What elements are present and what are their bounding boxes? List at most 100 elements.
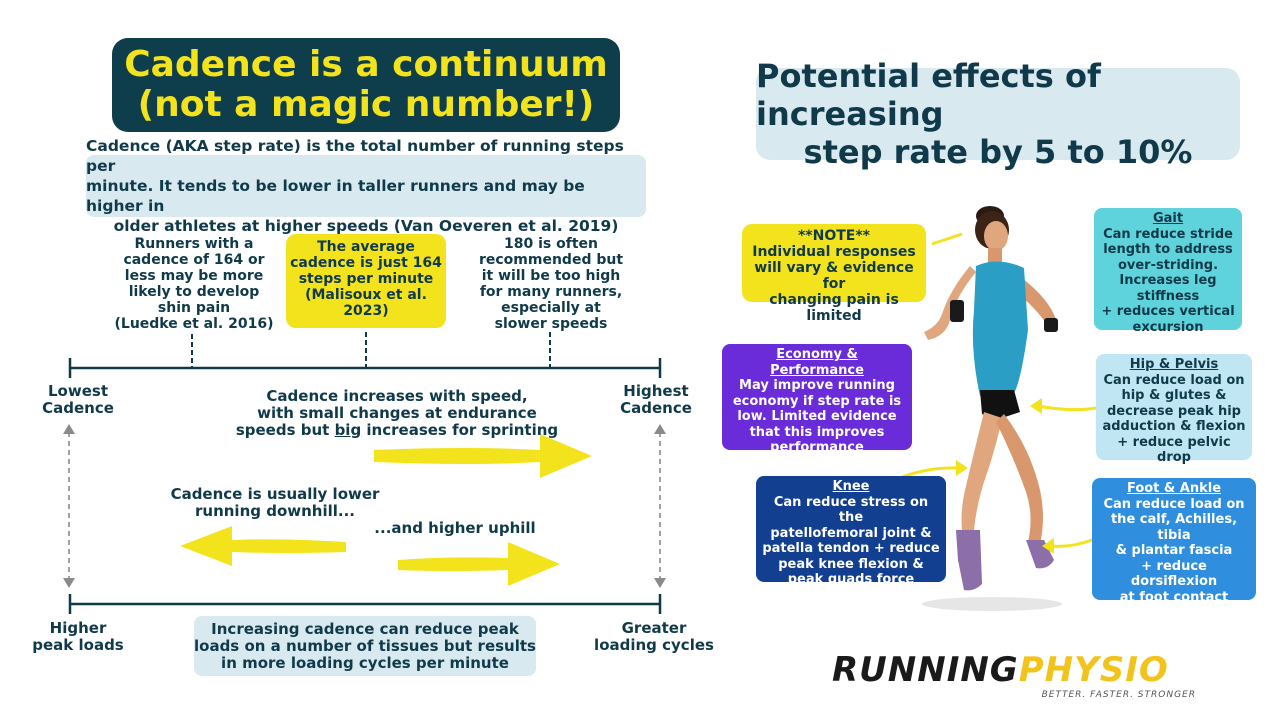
connector-note bbox=[931, 232, 963, 246]
summary-line: Increasing cadence can reduce peak bbox=[211, 619, 519, 638]
annotation-line: slower speeds bbox=[494, 316, 608, 332]
effects-title: Potential effects of increasing step rat… bbox=[756, 57, 1240, 171]
box-line: peak quads force bbox=[787, 572, 915, 587]
box-line: Can reduce stride bbox=[1103, 226, 1233, 242]
lowest-cadence-label: Lowest Cadence bbox=[30, 383, 126, 417]
annotation-line: less may be more bbox=[124, 268, 264, 284]
box-line: over-striding. bbox=[1117, 257, 1219, 273]
annotation-line: 2023) bbox=[343, 303, 389, 319]
box-line: Can reduce load on bbox=[1103, 496, 1245, 512]
box-line: & mid-stance bbox=[1125, 605, 1223, 620]
box-line: length to address bbox=[1103, 242, 1233, 257]
box-line: + reduce pelvic drop bbox=[1117, 434, 1231, 466]
caption-emphasis: big bbox=[334, 421, 362, 439]
annotation-line: recommended but bbox=[478, 252, 624, 268]
uphill-caption: ...and higher uphill bbox=[374, 519, 536, 537]
box-line: + reduces vertical bbox=[1101, 304, 1235, 319]
caption-fragment: increases for sprinting bbox=[361, 421, 559, 439]
box-line: decrease peak hip bbox=[1107, 403, 1241, 419]
foot-ankle-box: Foot & Ankle Can reduce load on the calf… bbox=[1092, 478, 1256, 620]
hip-pelvis-box: Hip & Pelvis Can reduce load on hip & gl… bbox=[1096, 354, 1252, 465]
box-line: Increases leg stiffness bbox=[1119, 273, 1217, 304]
knee-box: Knee Can reduce stress on the patellofem… bbox=[756, 476, 946, 587]
connector-foot bbox=[1049, 538, 1093, 548]
connector-knee-head bbox=[956, 460, 968, 476]
box-line: patellofemoral joint & bbox=[770, 525, 932, 541]
label-line: Lowest bbox=[48, 382, 108, 400]
highest-cadence-label: Highest Cadence bbox=[604, 383, 708, 417]
box-line: peak knee flexion & bbox=[778, 556, 924, 572]
definition-line-3: older athletes at higher speeds (Van Oev… bbox=[113, 217, 619, 235]
uphill-arrow-right bbox=[398, 542, 560, 586]
definition-line-2: minute. It tends to be lower in taller r… bbox=[86, 177, 585, 215]
summary-line: loads on a number of tissues but results bbox=[194, 636, 536, 655]
downhill-arrow-left bbox=[180, 526, 346, 566]
label-line: Cadence bbox=[42, 399, 114, 417]
annotation-line: steps per minute bbox=[298, 271, 434, 287]
note-heading: **NOTE** bbox=[797, 228, 871, 244]
caption-line: speeds but big increases for sprinting bbox=[222, 422, 572, 439]
label-line: Cadence bbox=[620, 399, 692, 417]
box-line: Can reduce stress on the bbox=[773, 494, 929, 526]
runner-illustration bbox=[922, 206, 1062, 611]
box-line: the calf, Achilles, tibia bbox=[1110, 512, 1238, 543]
cadence-definition: Cadence (AKA step rate) is the total num… bbox=[86, 137, 646, 235]
knee-heading: Knee bbox=[832, 479, 870, 494]
box-line: economy if step rate is bbox=[732, 393, 902, 409]
main-title-line-1: Cadence is a continuum bbox=[124, 44, 608, 85]
annotation-line: (Malisoux et al. bbox=[305, 287, 427, 303]
gait-heading: Gait bbox=[1152, 211, 1184, 226]
greater-loading-cycles-label: Greater loading cycles bbox=[592, 620, 716, 654]
annotation-180: 180 is often recommended but it will be … bbox=[474, 236, 628, 332]
main-title-line-2: (not a magic number!) bbox=[137, 84, 595, 125]
box-line: adduction & flexion bbox=[1102, 419, 1246, 434]
label-line: Highest bbox=[623, 382, 689, 400]
box-line: & plantar fascia bbox=[1115, 543, 1233, 558]
annotation-line: 180 is often bbox=[504, 236, 598, 252]
caption-fragment: speeds but bbox=[235, 421, 335, 439]
box-line: patella tendon + reduce bbox=[762, 541, 940, 556]
right-vertical-arrow bbox=[654, 424, 666, 588]
continuum-diagram bbox=[63, 332, 666, 614]
note-box: **NOTE** Individual responses will vary … bbox=[742, 224, 926, 324]
note-line: will vary & evidence for bbox=[754, 260, 914, 292]
definition-line-1: Cadence (AKA step rate) is the total num… bbox=[86, 137, 624, 175]
box-line: at foot contact bbox=[1119, 589, 1229, 605]
summary-line: in more loading cycles per minute bbox=[221, 653, 509, 672]
left-vertical-arrow bbox=[63, 424, 75, 588]
hip-heading: Hip & Pelvis bbox=[1129, 357, 1219, 372]
annotation-line: Runners with a bbox=[134, 236, 254, 252]
box-line: that this improves bbox=[749, 424, 885, 440]
logo-wordmark: RUNNINGPHYSIO bbox=[832, 652, 1202, 688]
higher-peak-loads-label: Higher peak loads bbox=[20, 620, 136, 654]
annotation-line: it will be too high bbox=[481, 268, 621, 284]
connector-foot-head bbox=[1042, 538, 1054, 554]
gait-box: Gait Can reduce stride length to address… bbox=[1094, 208, 1242, 335]
box-line: low. Limited evidence bbox=[737, 409, 897, 424]
foot-heading: Foot & Ankle bbox=[1126, 481, 1222, 496]
box-line: May improve running bbox=[739, 378, 895, 393]
note-line: changing pain is limited bbox=[769, 292, 899, 324]
caption-line: running downhill... bbox=[195, 502, 355, 520]
label-line: loading cycles bbox=[594, 636, 714, 654]
caption-line: Cadence increases with speed, bbox=[266, 387, 528, 405]
annotation-line: The average bbox=[317, 239, 415, 255]
economy-box: Economy & Performance May improve runnin… bbox=[722, 344, 912, 455]
economy-heading: Economy & Performance bbox=[770, 347, 864, 378]
label-line: Higher bbox=[49, 619, 107, 637]
label-line: peak loads bbox=[32, 636, 124, 654]
connector-hip-head bbox=[1030, 398, 1042, 414]
logo-running: RUNNING bbox=[832, 650, 1019, 690]
annotation-line: cadence of 164 or bbox=[123, 252, 265, 268]
speed-arrow-right bbox=[374, 434, 592, 478]
box-line: Can reduce load on bbox=[1103, 372, 1245, 388]
speed-caption: Cadence increases with speed, with small… bbox=[222, 388, 572, 439]
annotation-line: (Luedke et al. 2016) bbox=[114, 316, 274, 332]
annotation-line: likely to develop bbox=[128, 284, 260, 300]
connector-hip bbox=[1037, 404, 1097, 412]
downhill-caption: Cadence is usually lower running downhil… bbox=[150, 486, 400, 520]
box-line: + reduce dorsiflexion bbox=[1130, 558, 1218, 590]
label-line: Greater bbox=[621, 619, 687, 637]
annotation-average-cadence: The average cadence is just 164 steps pe… bbox=[286, 234, 446, 328]
annotation-line: especially at bbox=[501, 300, 601, 316]
